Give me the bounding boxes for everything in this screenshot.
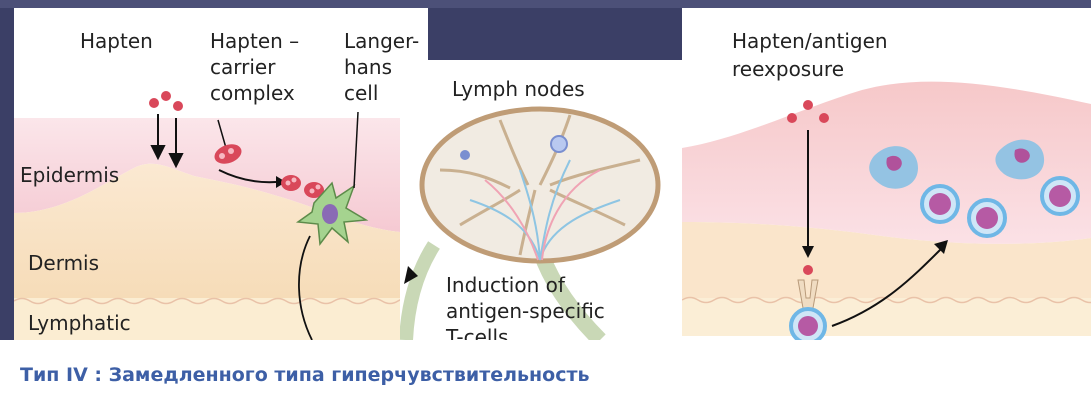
label-hapten: Hapten xyxy=(80,29,153,53)
node-cell-2 xyxy=(551,136,567,152)
reexposure-panel: Hapten/antigen reexposure xyxy=(682,8,1091,370)
receptor-hapten xyxy=(803,265,813,275)
label-induction-3: T-cells xyxy=(445,325,508,340)
label-lymphatic: Lymphatic xyxy=(28,311,131,335)
sensitization-illustration: Hapten Hapten – carrier complex Langer- … xyxy=(14,8,428,340)
label-hapten-carrier-2: carrier xyxy=(210,55,276,79)
hapten-molecules xyxy=(149,91,183,111)
label-langerhans-1: Langer- xyxy=(344,29,419,53)
label-reexposure-1: Hapten/antigen xyxy=(732,29,888,53)
lymph-node-illustration: Lymph nodes Induction of antigen-specifi… xyxy=(400,60,682,340)
lymph-node-panel: Lymph nodes Induction of antigen-specifi… xyxy=(400,60,682,340)
afferent-vessel xyxy=(406,245,434,340)
label-epidermis: Epidermis xyxy=(20,163,119,187)
label-induction-2: antigen-specific xyxy=(446,299,605,323)
label-langerhans-3: cell xyxy=(344,81,378,105)
sensitized-t-cell-nucleus xyxy=(798,316,818,336)
reexposure-illustration: Hapten/antigen reexposure xyxy=(682,8,1091,370)
label-langerhans-2: hans xyxy=(344,55,392,79)
node-cell-1 xyxy=(460,150,470,160)
langerhans-nucleus xyxy=(322,204,338,224)
sensitization-panel: Hapten Hapten – carrier complex Langer- … xyxy=(14,8,428,340)
label-hapten-carrier-3: complex xyxy=(210,81,295,105)
label-induction-1: Induction of xyxy=(446,273,566,297)
label-lymph-nodes: Lymph nodes xyxy=(452,77,585,101)
lymphatic-layer-right xyxy=(682,298,1091,336)
label-hapten-carrier-1: Hapten – xyxy=(210,29,299,53)
slide-caption: Тип IV : Замедленного типа гиперчувствит… xyxy=(20,364,590,386)
label-dermis: Dermis xyxy=(28,251,99,275)
label-reexposure-2: reexposure xyxy=(732,57,844,81)
slide-top-bar xyxy=(0,0,1091,8)
